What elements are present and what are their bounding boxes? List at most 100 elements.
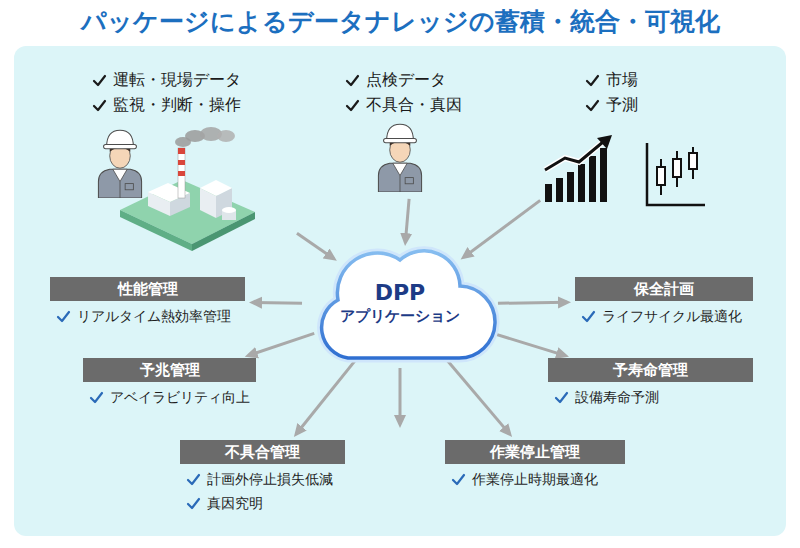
item-text: ライフサイクル最適化: [602, 307, 742, 325]
check-mark: [186, 472, 201, 487]
power-plant-illustration: [217, 130, 235, 142]
item-text: 作業停止時期最適化: [472, 470, 598, 488]
box-header-text: 予寿命管理: [613, 361, 688, 379]
check-mark: [585, 98, 600, 113]
down-arrow: [399, 368, 402, 424]
check-item: 点検データ: [345, 68, 485, 93]
check-mark: [587, 101, 598, 110]
check-mark: [347, 101, 358, 110]
bar-chart-icon: [578, 164, 585, 202]
check-mark: [94, 76, 105, 85]
power-plant-illustration: [178, 160, 185, 165]
background-panel: [14, 46, 786, 536]
bar-chart-icon: [600, 148, 607, 202]
diagram-title: パッケージによるデータナレッジの蓄積・統合・可視化: [0, 6, 800, 38]
check-mark: [585, 73, 600, 88]
box-header-text: 不具合管理: [225, 443, 300, 461]
cloud-title: DPP: [375, 280, 426, 306]
candlestick-chart-icon: [647, 143, 705, 205]
function-box: 不具合管理計画外停止損失低減真因究明: [180, 440, 345, 512]
flow-arrow: [498, 301, 567, 305]
power-plant-illustration: [178, 171, 185, 176]
item-text: 設備寿命予測: [575, 388, 659, 406]
function-box: 性能管理リアルタイム熱効率管理: [50, 277, 245, 325]
check-item: 監視・判断・操作: [92, 93, 292, 118]
item-text: 計画外停止損失低減: [207, 470, 333, 488]
check-mark: [554, 390, 569, 405]
flow-arrow: [464, 200, 540, 257]
check-item: 市場: [545, 68, 710, 93]
check-mark: [453, 475, 464, 484]
bar-chart-icon: [567, 172, 574, 202]
check-mark: [347, 76, 358, 85]
power-plant-illustration: [222, 207, 236, 213]
check-item: 不具合・真因: [345, 93, 485, 118]
function-box: 予兆管理アベイラビリティ向上: [83, 358, 256, 406]
check-item: 予測: [545, 93, 710, 118]
check-item: アベイラビリティ向上: [83, 388, 256, 406]
check-mark: [587, 76, 598, 85]
box-header-bar: 予兆管理: [83, 358, 256, 382]
worker-icon: [98, 130, 141, 198]
box-header-bar: 予寿命管理: [548, 358, 753, 382]
flow-arrow: [296, 359, 356, 434]
check-mark: [581, 309, 596, 324]
bar-chart-icon: [545, 184, 552, 202]
check-mark: [186, 496, 201, 511]
box-header-text: 予兆管理: [140, 361, 200, 379]
cloud-outline: [322, 251, 495, 358]
check-mark: [556, 393, 567, 402]
bar-chart-icon: [545, 135, 612, 202]
flow-arrow: [405, 199, 409, 242]
input-text: 監視・判断・操作: [113, 95, 241, 116]
worker-icon: [378, 124, 421, 192]
box-header-text: 保全計画: [634, 280, 694, 298]
item-text: アベイラビリティ向上: [110, 388, 250, 406]
check-item: 計画外停止損失低減: [180, 470, 345, 488]
bar-chart-icon: [556, 178, 563, 202]
check-item: 真因究明: [180, 494, 345, 512]
candlestick-chart-icon: [657, 167, 665, 185]
box-header-bar: 作業停止管理: [445, 440, 625, 464]
cloud-glow: [322, 251, 495, 358]
flow-arrow: [297, 233, 334, 258]
box-header-bar: 不具合管理: [180, 440, 345, 464]
box-header-bar: 保全計画: [575, 277, 753, 301]
bar-chart-icon: [589, 156, 596, 202]
input-group: 運転・現場データ監視・判断・操作: [92, 68, 292, 253]
check-item: リアルタイム熱効率管理: [50, 307, 245, 325]
check-item: 設備寿命予測: [548, 388, 753, 406]
flow-arrow: [249, 333, 315, 355]
bar-chart-icon: [545, 142, 603, 170]
check-mark: [188, 475, 199, 484]
flow-arrow: [487, 332, 565, 356]
candlestick-chart-icon: [647, 143, 705, 205]
check-mark: [91, 393, 102, 402]
check-mark: [583, 312, 594, 321]
bar-chart-icon: [545, 142, 603, 170]
input-text: 市場: [606, 70, 638, 91]
input-group: 市場予測: [545, 68, 710, 203]
box-header-bar: 性能管理: [50, 277, 245, 301]
cloud-subtitle: アプリケーション: [340, 306, 460, 326]
check-item: 作業停止時期最適化: [445, 470, 625, 488]
check-item: 運転・現場データ: [92, 68, 292, 93]
function-box: 保全計画ライフサイクル最適化: [575, 277, 753, 325]
check-mark: [92, 73, 107, 88]
flow-arrow: [253, 301, 302, 305]
input-text: 点検データ: [366, 70, 446, 91]
function-box: 予寿命管理設備寿命予測: [548, 358, 753, 406]
check-mark: [89, 390, 104, 405]
check-mark: [58, 312, 69, 321]
bar-chart-icon: [597, 135, 612, 149]
function-box: 作業停止管理作業停止時期最適化: [445, 440, 625, 488]
power-plant-illustration: [120, 210, 192, 251]
check-mark: [92, 98, 107, 113]
check-mark: [345, 73, 360, 88]
box-header-text: 作業停止管理: [490, 443, 580, 461]
item-text: リアルタイム熱効率管理: [77, 307, 231, 325]
power-plant-illustration: [178, 148, 185, 154]
power-plant-illustration: [200, 180, 232, 196]
